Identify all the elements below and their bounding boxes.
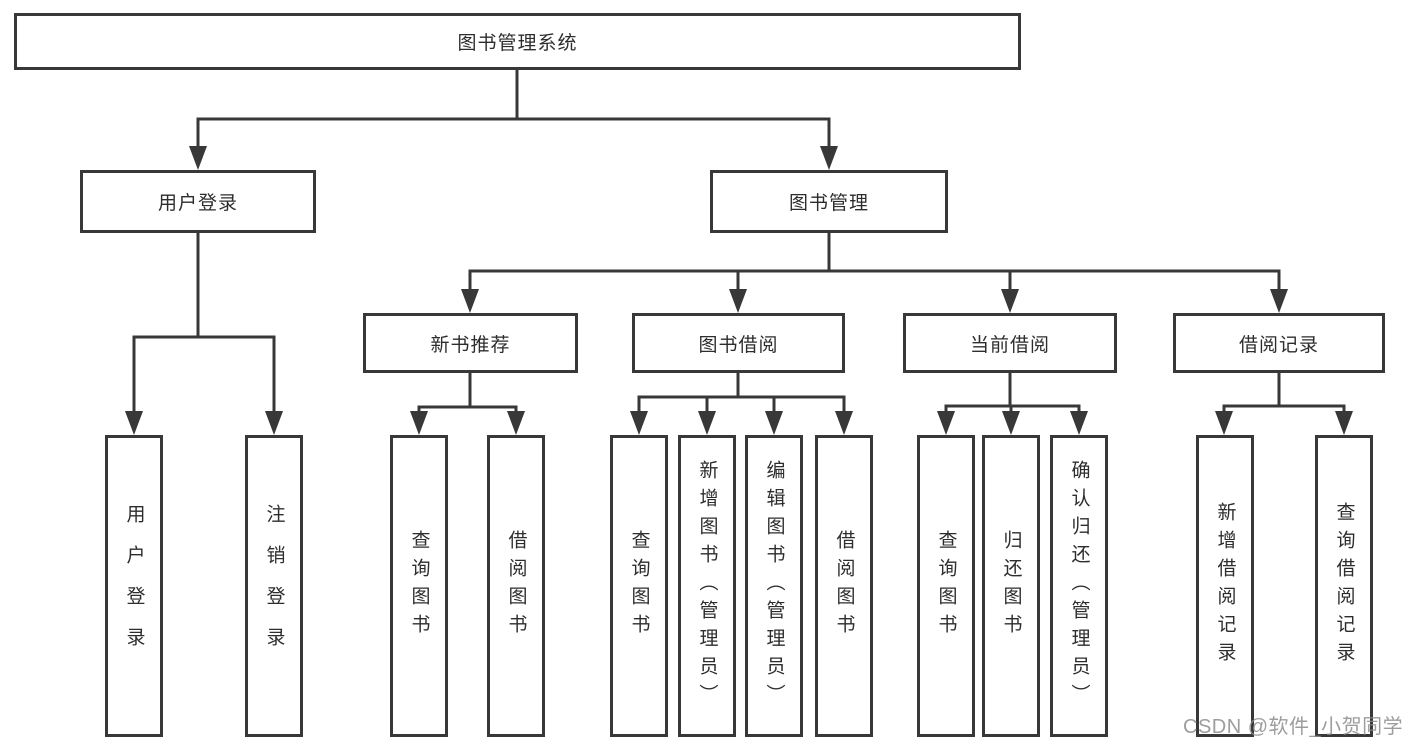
- leaf-add-borrow-record: 新增借阅记录: [1196, 435, 1254, 737]
- node-book-management: 图书管理: [710, 170, 948, 233]
- leaf-query-books-current-label: 查询图书: [935, 530, 957, 642]
- leaf-edit-book-admin: 编辑图书（管理员）: [745, 435, 803, 737]
- node-library-system: 图书管理系统: [14, 13, 1021, 70]
- node-borrowing-records: 借阅记录: [1173, 313, 1385, 373]
- node-book-borrowing: 图书借阅: [632, 313, 845, 373]
- leaf-return-books: 归还图书: [982, 435, 1040, 737]
- leaf-query-books-borrowing: 查询图书: [610, 435, 668, 737]
- leaf-query-books-current: 查询图书: [917, 435, 975, 737]
- leaf-confirm-return-admin-label: 确认归还（管理员）: [1068, 460, 1090, 712]
- leaf-query-books-recommend: 查询图书: [390, 435, 448, 737]
- node-new-book-recommendation: 新书推荐: [363, 313, 578, 373]
- leaf-add-borrow-record-label: 新增借阅记录: [1214, 502, 1236, 670]
- leaf-user-login: 用户登录: [105, 435, 163, 737]
- leaf-query-books-recommend-label: 查询图书: [408, 530, 430, 642]
- leaf-borrow-books-recommend: 借阅图书: [487, 435, 545, 737]
- leaf-return-books-label: 归还图书: [1000, 530, 1022, 642]
- arrowheads: [125, 146, 1353, 435]
- leaf-edit-book-admin-label: 编辑图书（管理员）: [763, 460, 785, 712]
- leaf-borrow-books-label: 借阅图书: [833, 530, 855, 642]
- leaf-add-book-admin-label: 新增图书（管理员）: [696, 460, 718, 712]
- leaf-confirm-return-admin: 确认归还（管理员）: [1050, 435, 1108, 737]
- node-current-borrowing: 当前借阅: [903, 313, 1117, 373]
- watermark: CSDN @软件_小贺同学: [1183, 716, 1404, 738]
- leaf-logout: 注销登录: [245, 435, 303, 737]
- leaf-logout-label: 注销登录: [263, 504, 285, 668]
- leaf-borrow-books: 借阅图书: [815, 435, 873, 737]
- leaf-borrow-books-recommend-label: 借阅图书: [505, 530, 527, 642]
- leaf-query-borrow-record: 查询借阅记录: [1315, 435, 1373, 737]
- leaf-query-books-borrowing-label: 查询图书: [628, 530, 650, 642]
- leaf-add-book-admin: 新增图书（管理员）: [678, 435, 736, 737]
- node-user-login: 用户登录: [80, 170, 316, 233]
- leaf-query-borrow-record-label: 查询借阅记录: [1333, 502, 1355, 670]
- leaf-user-login-label: 用户登录: [123, 504, 145, 668]
